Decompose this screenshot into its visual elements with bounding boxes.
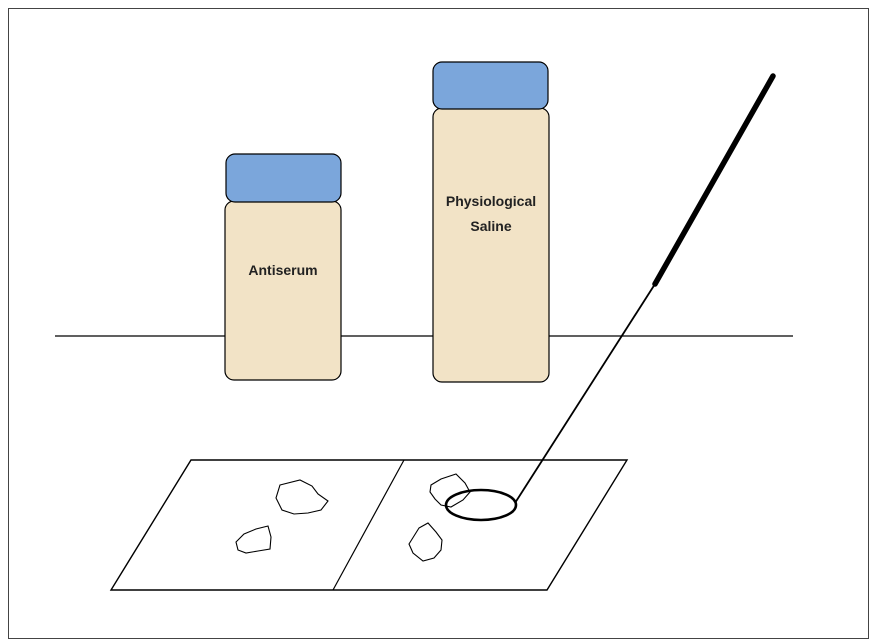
antiserum-bottle-body <box>224 200 342 381</box>
figure-frame <box>8 8 869 639</box>
slide-outline <box>109 459 629 591</box>
antiserum-label: Antiserum <box>248 262 317 278</box>
specimen-fragment-1 <box>275 479 329 515</box>
slide-divider <box>332 459 405 591</box>
specimen-fragment-4 <box>408 522 443 562</box>
glass-slide <box>109 459 629 591</box>
antiserum-bottle: Antiserum <box>224 153 342 381</box>
loop-handle <box>652 73 776 287</box>
antiserum-bottle-cap <box>225 153 342 203</box>
saline-label-line-2: Saline <box>470 218 511 234</box>
loop-ring <box>444 488 518 522</box>
inoculating-loop <box>444 73 776 522</box>
specimen-fragment-2 <box>235 525 272 554</box>
saline-bottle-body <box>432 107 550 383</box>
specimen-fragment-3 <box>429 473 471 508</box>
saline-label-line-1: Physiological <box>446 193 536 209</box>
saline-bottle-cap <box>432 61 549 110</box>
saline-bottle: Physiological Saline <box>432 61 550 383</box>
loop-wire <box>514 283 656 504</box>
